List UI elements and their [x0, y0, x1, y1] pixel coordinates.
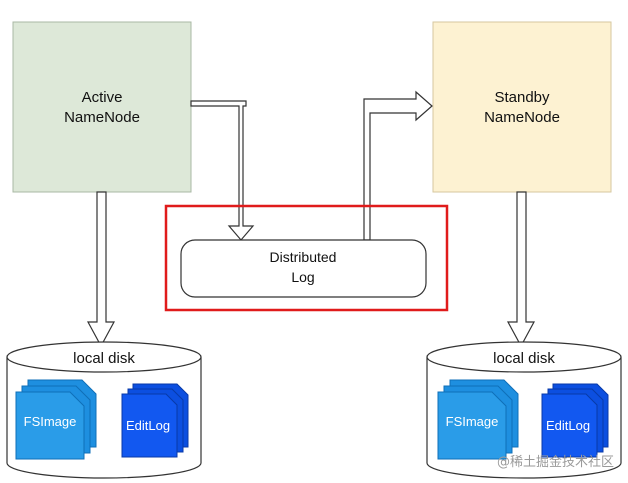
left-fsimage-doc-stack: FSImage	[15, 379, 97, 460]
distributed-log-rect	[180, 239, 427, 298]
distributed-log-line1: Distributed	[270, 249, 337, 265]
right-fsimage-doc-1	[437, 391, 507, 460]
right-fsimage-doc-stack: FSImage	[437, 379, 519, 460]
active-namenode-line1: Active	[82, 89, 123, 106]
active-namenode-line2: NameNode	[64, 109, 140, 126]
right-editlog-label: EditLog	[546, 418, 590, 433]
right-disk-top	[426, 341, 622, 373]
left-editlog-doc-1	[121, 393, 178, 458]
left-disk-top	[6, 341, 202, 373]
active-namenode-box[interactable]: Active NameNode	[12, 21, 192, 193]
arrow-active-to-disk	[86, 191, 116, 348]
right-fsimage-label: FSImage	[446, 414, 499, 429]
arrow-log-to-standby	[363, 90, 433, 241]
distributed-log-box[interactable]: Distributed Log	[180, 239, 427, 298]
left-editlog-label: EditLog	[126, 418, 170, 433]
left-fsimage-label: FSImage	[24, 414, 77, 429]
arrow-active-to-log	[190, 100, 255, 241]
distributed-log-highlight	[164, 204, 449, 312]
right-editlog-doc-stack: EditLog	[541, 383, 609, 458]
left-disk-label: local disk	[73, 350, 135, 367]
right-disk-label: local disk	[493, 350, 555, 367]
left-local-disk[interactable]: local disk FSImage EditLog	[6, 341, 202, 479]
standby-namenode-line2: NameNode	[484, 109, 560, 126]
arrow-standby-to-disk	[506, 191, 536, 348]
distributed-log-line2: Log	[291, 269, 314, 285]
active-namenode-rect	[12, 21, 192, 193]
watermark-text: @稀土掘金技术社区	[497, 454, 614, 470]
left-fsimage-doc-1	[15, 391, 85, 460]
standby-namenode-box[interactable]: Standby NameNode	[432, 21, 612, 193]
right-editlog-doc-1	[541, 393, 598, 458]
standby-namenode-line1: Standby	[494, 89, 550, 106]
left-editlog-doc-stack: EditLog	[121, 383, 189, 458]
right-local-disk[interactable]: local disk FSImage EditLog	[426, 341, 622, 479]
standby-namenode-rect	[432, 21, 612, 193]
